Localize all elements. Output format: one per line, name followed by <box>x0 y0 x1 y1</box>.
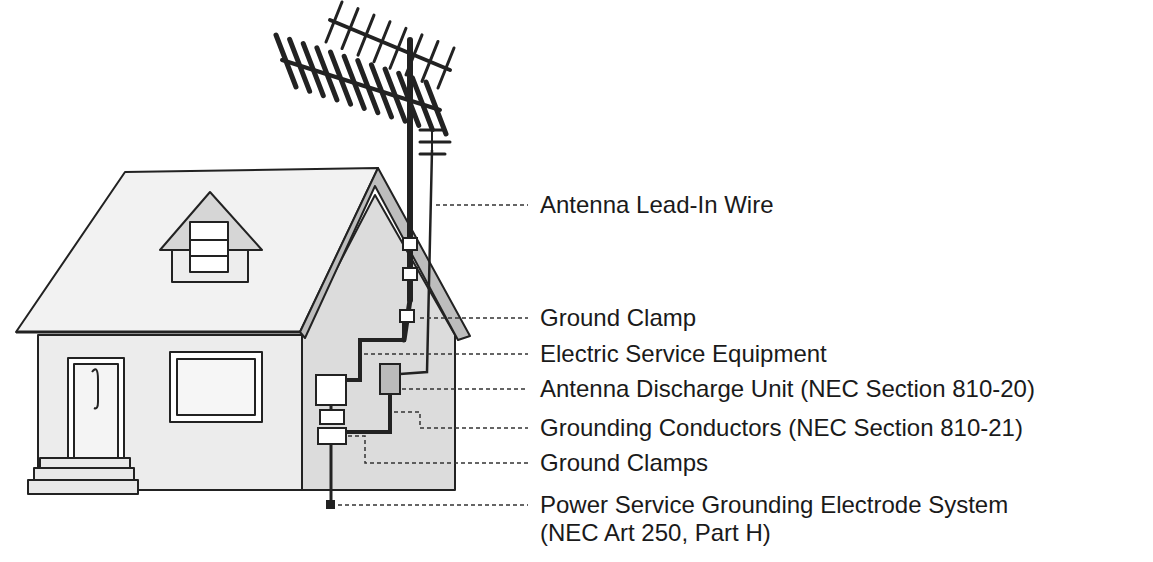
service-panel <box>316 375 346 405</box>
roof <box>16 168 378 332</box>
door <box>68 358 124 458</box>
door-handle <box>92 369 98 408</box>
antenna-element <box>342 9 358 49</box>
antenna-element <box>422 41 438 81</box>
leader-line <box>348 436 528 463</box>
conduit <box>330 405 333 410</box>
mast-clamp <box>403 268 417 280</box>
window-bar <box>190 239 228 241</box>
leader-line <box>436 204 528 206</box>
front-wall <box>38 335 302 490</box>
callout-label: Antenna Discharge Unit (NEC Section 810-… <box>540 375 1035 403</box>
step <box>34 468 134 480</box>
leader-line <box>338 504 528 506</box>
leader-line <box>394 412 528 428</box>
leader-line <box>402 388 528 390</box>
discharge-unit <box>380 364 400 394</box>
ground-wire <box>330 444 333 502</box>
window-bar <box>190 255 228 257</box>
antenna-element <box>358 15 374 55</box>
antenna-element <box>426 82 446 134</box>
meter <box>320 410 344 424</box>
callout-label: Ground Clamps <box>540 449 708 477</box>
ground-clamp-box <box>318 428 346 444</box>
antenna-elements <box>276 2 454 134</box>
callout-label: Power Service Grounding Electrode System… <box>540 491 1045 546</box>
antenna-element <box>406 35 422 75</box>
window <box>170 352 262 422</box>
window-pane <box>177 359 255 415</box>
door-panel <box>74 364 118 458</box>
callout-label: Antenna Lead-In Wire <box>540 191 773 219</box>
callout-label: Ground Clamp <box>540 304 696 332</box>
antenna-element <box>390 28 406 68</box>
leader-line <box>364 353 528 355</box>
step <box>28 480 138 494</box>
callout-label: Grounding Conductors (NEC Section 810-21… <box>540 414 1023 442</box>
grounding-electrode <box>326 500 335 509</box>
roof-edge <box>300 168 470 340</box>
antenna-element <box>326 2 342 42</box>
ground-clamp <box>400 310 414 322</box>
mast-clamp <box>403 238 417 250</box>
dormer-window <box>190 222 228 272</box>
grounding-conductor <box>346 322 404 380</box>
step <box>40 458 130 468</box>
leader-line <box>420 317 528 319</box>
antenna-element <box>438 48 454 88</box>
antenna-element <box>374 22 390 62</box>
grounding-conductor <box>346 394 390 432</box>
eave <box>16 331 300 334</box>
callout-label: Electric Service Equipment <box>540 340 827 368</box>
antenna-element <box>420 141 450 144</box>
